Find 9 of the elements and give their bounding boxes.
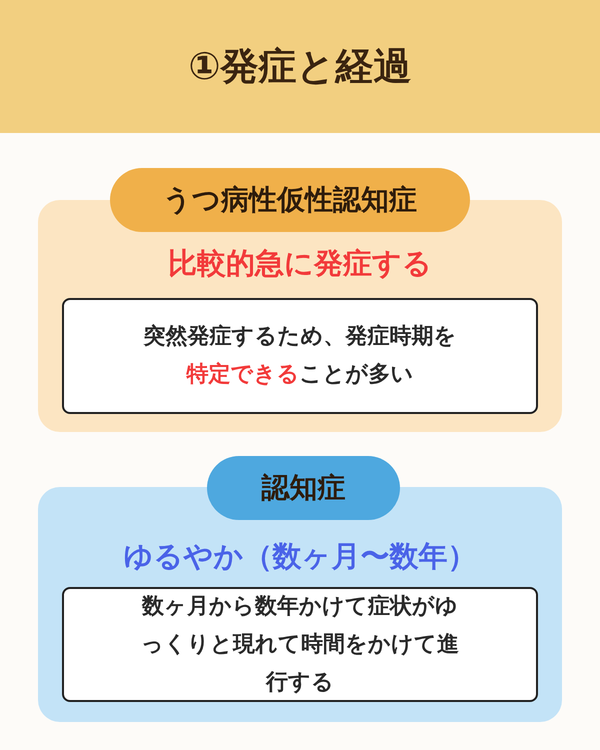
- heading: 認知症: [262, 470, 346, 506]
- description: 突然発症するため、発症時期を特定できることが多い: [142, 323, 458, 389]
- subheading: ゆるやか（数ヶ月〜数年）: [122, 538, 478, 575]
- description: 数ヶ月から数年かけて症状がゆっくりと現れて時間をかけて進行する: [140, 592, 460, 696]
- heading: うつ病性仮性認知症: [163, 182, 417, 218]
- subheading: 比較的急に発症する: [167, 245, 433, 282]
- text-box: [62, 587, 538, 702]
- title: ①発症と経過: [188, 43, 412, 90]
- text-box: [62, 298, 538, 414]
